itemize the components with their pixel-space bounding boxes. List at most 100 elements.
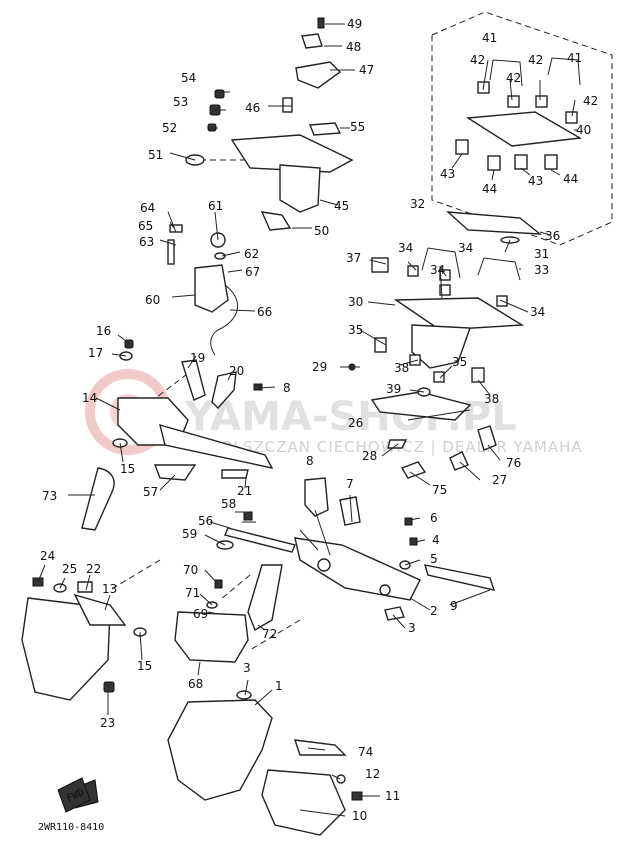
callout-c25: 25 xyxy=(62,562,77,576)
callout-c72: 72 xyxy=(262,627,277,641)
callout-c47: 47 xyxy=(359,63,374,77)
watermark-brand: YAMA-SHOP.PL xyxy=(184,394,517,440)
callout-c61: 61 xyxy=(208,199,223,213)
callout-c1: 1 xyxy=(275,679,283,693)
callout-c41b: 41 xyxy=(567,51,582,65)
callout-c38a: 38 xyxy=(394,361,409,375)
callout-c34a: 34 xyxy=(398,241,413,255)
callout-c28: 28 xyxy=(362,449,377,463)
callout-c23: 23 xyxy=(100,716,115,730)
callout-c39: 39 xyxy=(386,382,401,396)
callout-c49: 49 xyxy=(347,17,362,31)
callout-c45: 45 xyxy=(334,199,349,213)
callout-c74: 74 xyxy=(358,745,373,759)
callout-c41a: 41 xyxy=(482,31,497,45)
fwd-indicator: FWD xyxy=(57,777,91,813)
callout-c63: 63 xyxy=(139,235,154,249)
callout-c42d: 42 xyxy=(583,94,598,108)
callout-c54: 54 xyxy=(181,71,196,85)
callout-c55: 55 xyxy=(350,120,365,134)
bracket-45-group xyxy=(185,17,354,213)
callout-c6: 6 xyxy=(430,511,438,525)
callout-c31: 31 xyxy=(534,247,549,261)
callout-c3a: 3 xyxy=(408,621,416,635)
callout-c42b: 42 xyxy=(506,71,521,85)
callout-c71: 71 xyxy=(185,586,200,600)
leader-lines xyxy=(37,23,578,817)
callout-c27: 27 xyxy=(492,473,507,487)
callout-c40: 40 xyxy=(576,123,591,137)
callout-c17: 17 xyxy=(88,346,103,360)
callout-c52: 52 xyxy=(162,121,177,135)
callout-c30: 30 xyxy=(348,295,363,309)
callout-c22: 22 xyxy=(86,562,101,576)
drawing-code: 2WR110-8410 xyxy=(38,822,104,833)
callout-c44b: 44 xyxy=(563,172,578,186)
callout-c13: 13 xyxy=(102,582,117,596)
callout-c48: 48 xyxy=(346,40,361,54)
callout-c36: 36 xyxy=(545,229,560,243)
callout-c21: 21 xyxy=(237,484,252,498)
callout-c59: 59 xyxy=(182,527,197,541)
callout-c26: 26 xyxy=(348,416,363,430)
callout-c65: 65 xyxy=(138,219,153,233)
callout-c19: 19 xyxy=(190,351,205,365)
callout-c56: 56 xyxy=(198,514,213,528)
callout-c60: 60 xyxy=(145,293,160,307)
callout-c15b: 15 xyxy=(137,659,152,673)
dashed-assembly-box xyxy=(431,11,613,246)
bracket-2-group xyxy=(216,477,496,621)
callout-c4: 4 xyxy=(432,533,440,547)
bracket-68-group xyxy=(21,564,283,701)
callout-c73: 73 xyxy=(42,489,57,503)
callout-c64: 64 xyxy=(140,201,155,215)
callout-labels: 1 2 3 3 4 5 6 7 8 8 9 10 11 12 13 14 15 … xyxy=(40,17,598,823)
callout-c11: 11 xyxy=(385,789,400,803)
callout-c42c: 42 xyxy=(528,53,543,67)
callout-c8a: 8 xyxy=(283,381,291,395)
callout-c34d: 34 xyxy=(530,305,545,319)
callout-c35a: 35 xyxy=(348,323,363,337)
callout-c76: 76 xyxy=(506,456,521,470)
callout-c70: 70 xyxy=(183,563,198,577)
callout-c16: 16 xyxy=(96,324,111,338)
callout-c33: 33 xyxy=(534,263,549,277)
cover-1-group xyxy=(69,690,363,836)
callout-c20: 20 xyxy=(229,364,244,378)
callout-c38b: 38 xyxy=(484,392,499,406)
callout-c14: 14 xyxy=(82,391,97,405)
callout-c9: 9 xyxy=(450,599,458,613)
callout-c3b: 3 xyxy=(243,661,251,675)
callout-c44a: 44 xyxy=(482,182,497,196)
callout-c68: 68 xyxy=(188,677,203,691)
callout-c8b: 8 xyxy=(306,454,314,468)
callout-c58: 58 xyxy=(221,497,236,511)
callout-c15a: 15 xyxy=(120,462,135,476)
callout-c57: 57 xyxy=(143,485,158,499)
reservoir-group xyxy=(167,211,292,356)
callout-c2: 2 xyxy=(430,604,438,618)
callout-c32: 32 xyxy=(410,197,425,211)
callout-c34b: 34 xyxy=(430,263,445,277)
callout-c67: 67 xyxy=(245,265,260,279)
callout-c62: 62 xyxy=(244,247,259,261)
callout-c5: 5 xyxy=(430,552,438,566)
callout-c66: 66 xyxy=(257,305,272,319)
callout-c53: 53 xyxy=(173,95,188,109)
callout-c43a: 43 xyxy=(440,167,455,181)
callout-c35b: 35 xyxy=(452,355,467,369)
callout-c75: 75 xyxy=(432,483,447,497)
callout-c50: 50 xyxy=(314,224,329,238)
callout-c37: 37 xyxy=(346,251,361,265)
callout-c7: 7 xyxy=(346,477,354,491)
callout-c51: 51 xyxy=(148,148,163,162)
bracket-30-group xyxy=(348,211,543,479)
callout-c42a: 42 xyxy=(470,53,485,67)
callout-c34c: 34 xyxy=(458,241,473,255)
callout-c43b: 43 xyxy=(528,174,543,188)
callout-c69: 69 xyxy=(193,607,208,621)
callout-c46: 46 xyxy=(245,101,260,115)
callout-c24: 24 xyxy=(40,549,55,563)
